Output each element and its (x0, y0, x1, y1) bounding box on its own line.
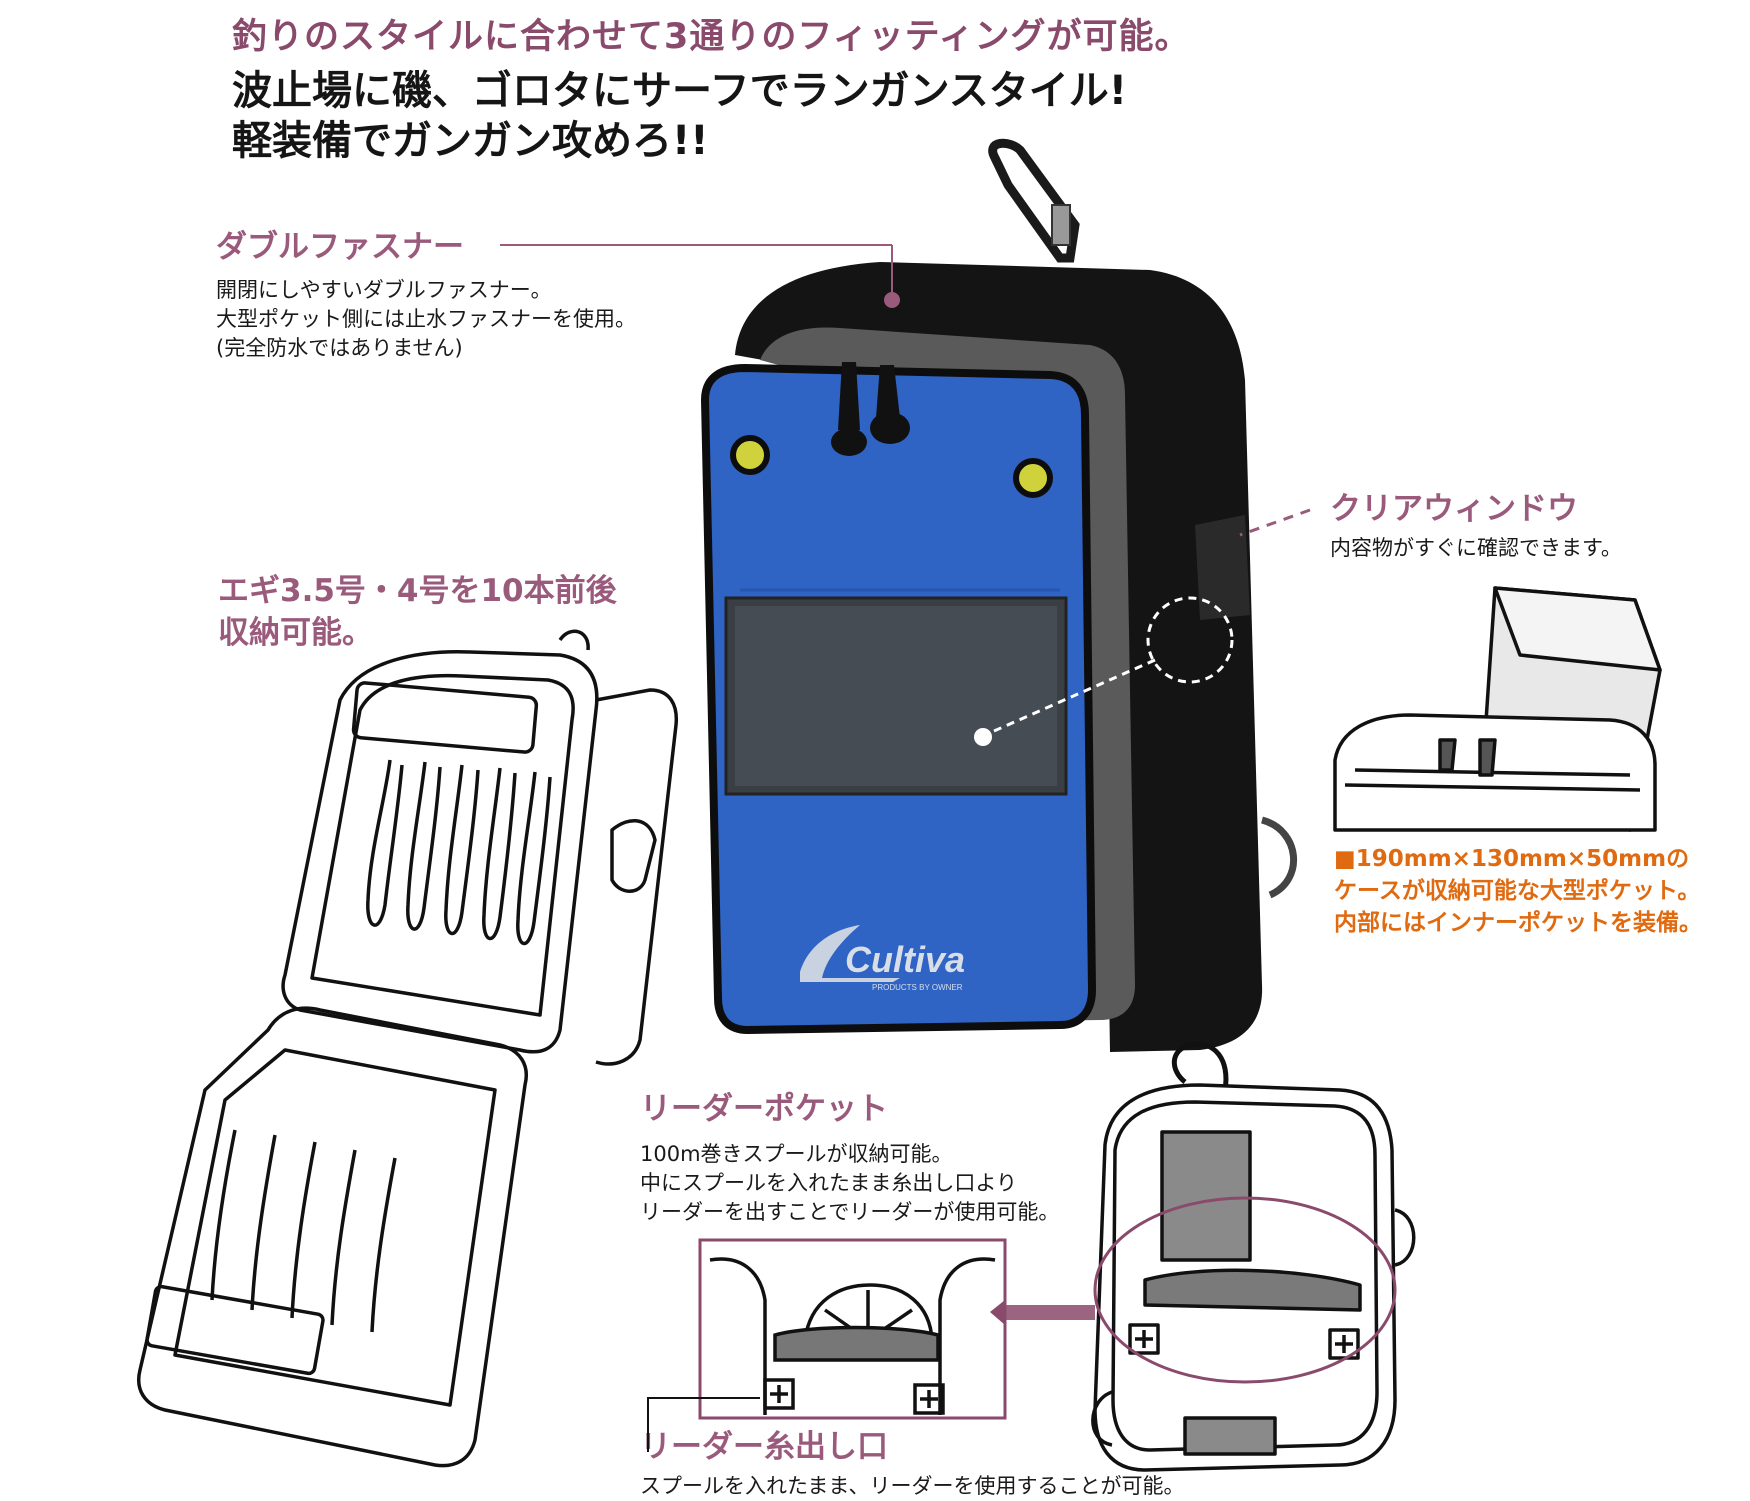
feature-line: (完全防水ではありません) (216, 336, 463, 360)
snap-plus-icon (1128, 1323, 1160, 1355)
tagline-block: 波止場に磯、ゴロタにサーフでランガンスタイル! 軽装備でガンガン攻めろ!! (232, 66, 1127, 166)
feature-leader-pocket: リーダーポケット 100m巻きスプールが収納可能。 中にスプールを入れたまま糸出… (640, 1090, 1059, 1227)
feature-line: 開閉にしやすいダブルファスナー。 (216, 278, 552, 302)
zipper-pull-icon (1438, 738, 1457, 772)
lid-inner (310, 673, 575, 1017)
feature-double-zipper: ダブルファスナー 開閉にしやすいダブルファスナー。 大型ポケット側には止水ファス… (216, 228, 636, 363)
feature-clear-window: クリアウィンドウ 内容物がすぐに確認できます。 (1330, 490, 1622, 563)
snap-plus-mark (1135, 1330, 1153, 1348)
feature-title: クリアウィンドウ (1330, 491, 1578, 527)
pocket-zipper (1143, 1268, 1362, 1312)
strap-tab (1160, 1130, 1252, 1262)
open-bag-illustration (137, 629, 679, 1468)
snap-plus-icon (763, 1378, 795, 1410)
feature-line: 100m巻きスプールが収納可能。 (640, 1142, 953, 1166)
callout-line (647, 1397, 760, 1452)
callout-dot (974, 728, 992, 746)
feature-line: 中にスプールを入れたまま糸出し口より (640, 1171, 1017, 1195)
egi-lure-icon (516, 771, 552, 946)
pocket-zipper (773, 1325, 940, 1362)
brand-sub-text: PRODUCTS BY OWNER (872, 983, 963, 992)
snap-button-icon (730, 435, 770, 475)
feature-title-line: 収納可能。 (218, 615, 373, 651)
callout-circle (1146, 596, 1234, 684)
callout-dot (884, 292, 900, 308)
bag-side (595, 688, 679, 1066)
headline: 釣りのスタイルに合わせて3通りのフィッティングが可能。 (232, 17, 1191, 57)
zoom-connector (1005, 1305, 1095, 1320)
leader-pocket-bag-illustration (1091, 1041, 1416, 1472)
egi-strap-bottom (145, 1284, 325, 1376)
d-ring-icon (1091, 1390, 1113, 1447)
base-inner (173, 1048, 497, 1407)
zoom-arrow (990, 1300, 1005, 1325)
feature-title-line: エギ3.5号・4号を10本前後 (218, 573, 617, 609)
feature-line: 大型ポケット側には止水ファスナーを使用。 (216, 307, 636, 331)
cultiva-logo-icon (800, 925, 900, 982)
spool-icon (803, 1283, 934, 1341)
feature-line: 内部にはインナーポケットを装備。 (1334, 910, 1702, 936)
leader-zoom-detail (698, 1238, 1007, 1420)
snap-plus-mark (920, 1390, 938, 1408)
lid-outline (281, 650, 599, 1054)
egi-lure-icon (210, 1129, 237, 1301)
egi-lure-icon (444, 764, 480, 936)
egi-lure-icon (406, 761, 442, 931)
feature-leader-outlet: リーダー糸出し口 スプールを入れたまま、リーダーを使用することが可能。 (640, 1428, 1185, 1501)
main-bag-photo: Cultiva PRODUCTS BY OWNER (700, 138, 1297, 1052)
bag-inner-outline (1111, 1100, 1379, 1452)
large-pocket-illustration (1333, 586, 1662, 832)
feature-line: ■190mm×130mm×50mmの (1334, 846, 1690, 872)
d-ring-icon (1260, 816, 1297, 899)
base-outline (137, 1006, 528, 1468)
zipper-pull-icon (1478, 738, 1497, 777)
zipper-pull-icon (876, 365, 900, 418)
feature-line: ケースが収納可能な大型ポケット。 (1334, 878, 1701, 904)
egi-lure-icon (370, 1157, 397, 1333)
d-ring-icon (610, 819, 657, 893)
zipper-pull-tab (870, 412, 910, 444)
snap-button-icon (1013, 458, 1053, 498)
callout-line (984, 658, 1156, 737)
tagline-line-1: 波止場に磯、ゴロタにサーフでランガンスタイル! (232, 68, 1128, 114)
feature-large-pocket: ■190mm×130mm×50mmの ケースが収納可能な大型ポケット。 内部には… (1334, 843, 1702, 939)
zoom-circle (1093, 1196, 1397, 1384)
carabiner-gate (1051, 204, 1071, 246)
carabiner-icon (988, 138, 1080, 263)
side-strap (1195, 515, 1250, 620)
feature-title: リーダーポケット (640, 1091, 888, 1127)
egi-lure-icon (330, 1149, 357, 1326)
callout-line (1239, 508, 1311, 537)
d-ring-icon (1394, 1208, 1416, 1267)
carabiner-icon (1171, 1041, 1229, 1131)
tagline-line-2: 軽装備でガンガン攻めろ!! (232, 118, 709, 164)
feature-line: スプールを入れたまま、リーダーを使用することが可能。 (640, 1474, 1185, 1498)
bag-edge (709, 1257, 767, 1415)
feature-line: リーダーを出すことでリーダーが使用可能。 (640, 1200, 1060, 1224)
egi-lure-icon (482, 767, 517, 941)
feature-egi-storage: エギ3.5号・4号を10本前後 収納可能。 (218, 570, 617, 654)
feature-title: ダブルファスナー (216, 229, 464, 265)
egi-lure-icon (250, 1134, 277, 1311)
clear-window-glare (735, 606, 1057, 786)
bottom-tab (1183, 1416, 1277, 1456)
egi-lure-icon (290, 1141, 317, 1319)
zipper-pull-tab (831, 428, 867, 456)
snap-plus-mark (1335, 1335, 1353, 1353)
top-loop (558, 629, 590, 651)
feature-title: リーダー糸出し口 (640, 1429, 888, 1465)
zipper-pull-icon (838, 362, 860, 430)
case-top (1493, 586, 1662, 672)
egi-strap-top (351, 681, 539, 754)
egi-lure-icon (366, 759, 404, 927)
feature-line: 内容物がすぐに確認できます。 (1330, 536, 1622, 560)
bag-edge (938, 1257, 996, 1415)
snap-plus-icon (913, 1383, 945, 1415)
snap-plus-mark (770, 1385, 788, 1403)
brand-logo-text: Cultiva (845, 939, 965, 980)
